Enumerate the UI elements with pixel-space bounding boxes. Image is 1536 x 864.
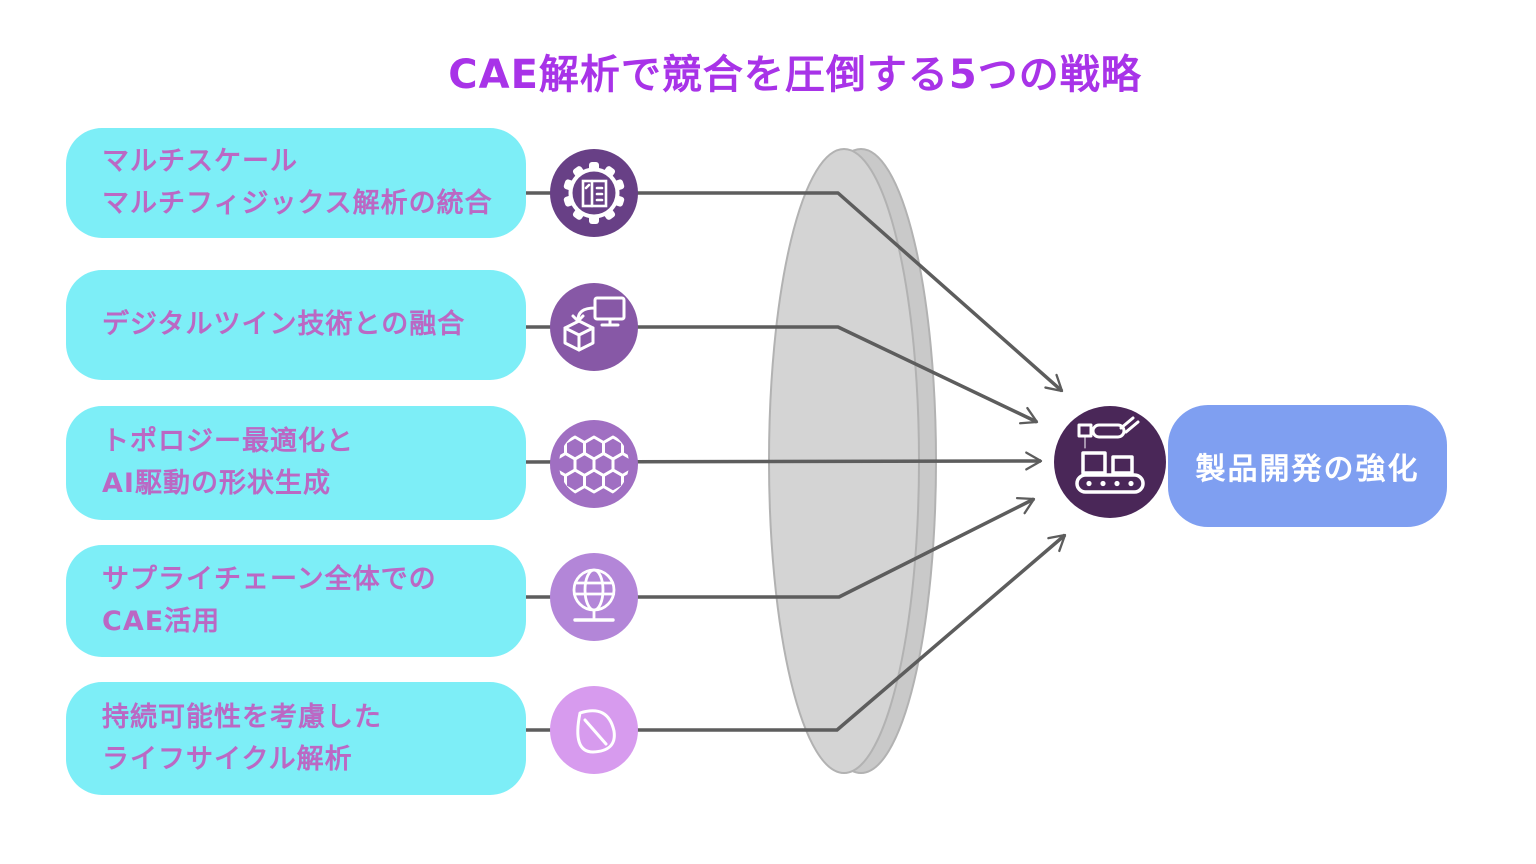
factory-robot-arm-icon: [1054, 406, 1166, 518]
strategy-card-line: デジタルツイン技術との融合: [102, 309, 466, 340]
outcome-box: 製品開発の強化: [1168, 405, 1447, 527]
digital-twin-icon: [550, 283, 638, 371]
globe-icon: [550, 553, 638, 641]
strategy-card-topology: トポロジー最適化と AI駆動の形状生成: [66, 406, 526, 520]
strategy-card-sustainability: 持続可能性を考慮した ライフサイクル解析: [66, 682, 526, 795]
leaf-icon: [550, 686, 638, 774]
outcome-label: 製品開発の強化: [1195, 452, 1420, 487]
strategy-card-digital-twin: デジタルツイン技術との融合: [66, 270, 526, 380]
strategy-card-line: マルチフィジックス解析の統合: [102, 188, 493, 219]
strategy-card-supply-chain: サプライチェーン全体での CAE活用: [66, 545, 526, 657]
gear-document-icon: [550, 149, 638, 237]
strategy-card-line: CAE活用: [102, 606, 221, 637]
strategy-card-line: トポロジー最適化と: [102, 426, 354, 457]
hexagon-mesh-icon: [550, 420, 638, 508]
page-title: CAE解析で競合を圧倒する5つの戦略: [448, 52, 1142, 98]
strategy-card-line: 持続可能性を考慮した: [102, 701, 382, 733]
strategy-card-line: サプライチェーン全体での: [102, 564, 437, 595]
strategy-card-line: マルチスケール: [102, 146, 298, 177]
strategy-card-line: AI駆動の形状生成: [102, 468, 331, 499]
strategy-card-multiscale: マルチスケール マルチフィジックス解析の統合: [66, 128, 526, 238]
strategy-card-line: ライフサイクル解析: [102, 743, 353, 775]
